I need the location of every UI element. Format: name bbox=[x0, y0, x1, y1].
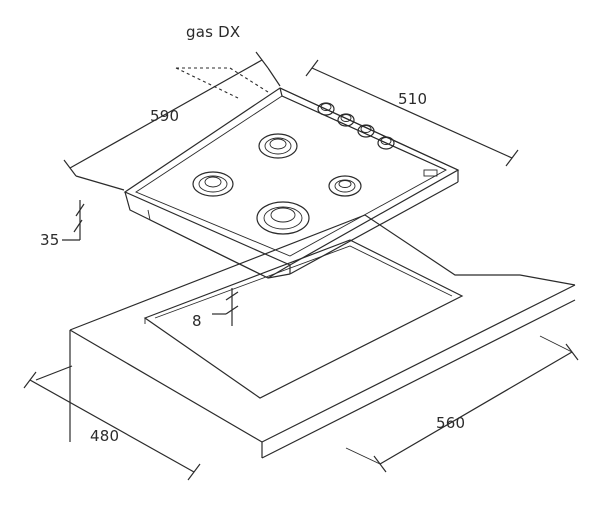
dimension-label-hob-width: 510 bbox=[398, 90, 427, 108]
knob-icon bbox=[357, 124, 375, 138]
burner-icon bbox=[258, 133, 298, 159]
dimension-label-hob-depth: 590 bbox=[150, 107, 179, 125]
gas-connection-marker bbox=[175, 67, 269, 99]
burner-icon bbox=[328, 175, 362, 197]
burner-icon bbox=[192, 171, 234, 197]
dimension-line-cutout-depth bbox=[23, 365, 201, 481]
dimension-line-hob-depth bbox=[63, 51, 281, 191]
dimension-label-cutout-depth: 480 bbox=[90, 427, 119, 445]
gas-connection-label: gas DX bbox=[186, 23, 240, 41]
knob-icon bbox=[337, 113, 355, 127]
control-knobs bbox=[317, 102, 395, 150]
knob-icon bbox=[317, 102, 335, 116]
gas-hob bbox=[123, 87, 460, 279]
dimension-line-cutout-width bbox=[345, 335, 579, 473]
dimension-line-hob-height bbox=[62, 200, 85, 241]
indicator-light-icon bbox=[423, 169, 438, 177]
dimension-label-frame-gap: 8 bbox=[192, 312, 202, 330]
worktop-cutout bbox=[143, 239, 464, 399]
knob-icon bbox=[377, 136, 395, 150]
burners bbox=[192, 133, 362, 235]
dimension-line-hob-width bbox=[305, 59, 519, 167]
dimension-line-frame-gap bbox=[212, 288, 239, 326]
burner-icon bbox=[256, 201, 310, 235]
dimension-label-hob-height: 35 bbox=[40, 231, 60, 249]
worktop bbox=[69, 214, 576, 459]
dimension-label-cutout-width: 560 bbox=[436, 414, 465, 432]
